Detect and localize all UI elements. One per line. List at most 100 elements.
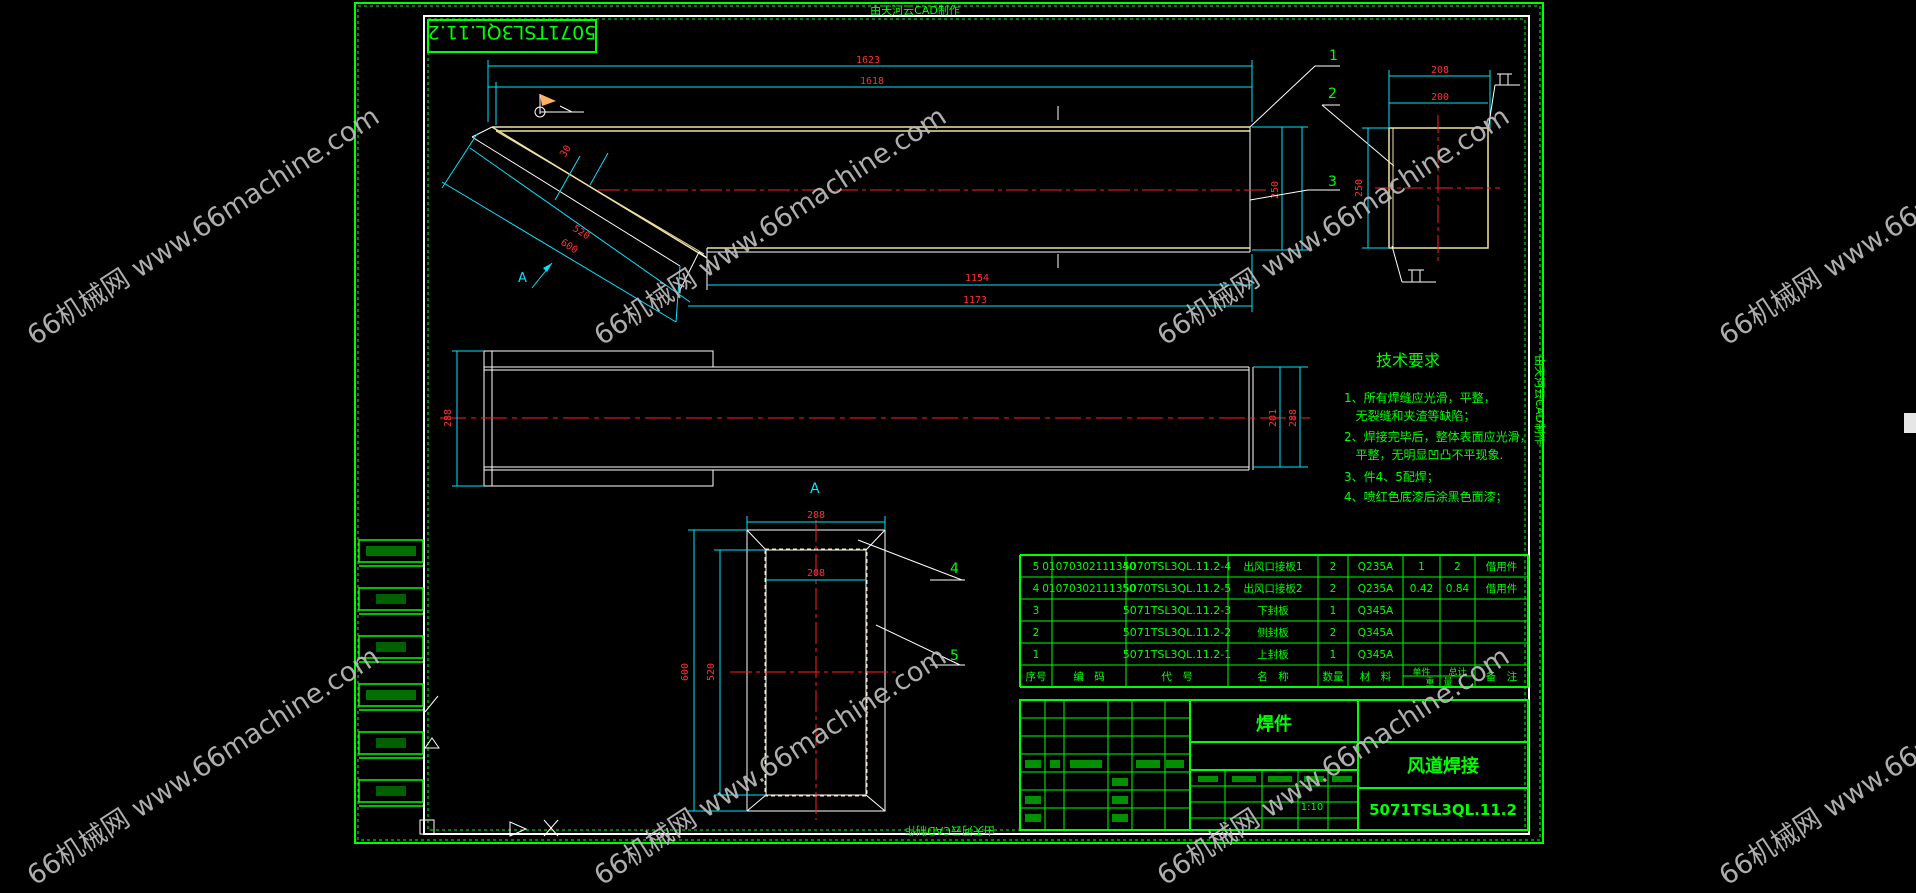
tech-requirements-title: 技术要求 bbox=[1376, 351, 1440, 370]
title-scale: 1:10 bbox=[1301, 802, 1323, 813]
bom-cell-material: Q345A bbox=[1358, 605, 1394, 617]
callout-3: 3 bbox=[1328, 174, 1337, 190]
dim-side-width-outer: 208 bbox=[1431, 65, 1449, 76]
bom-cell-name: 上封板 bbox=[1257, 648, 1289, 661]
bom-cell-no: 5 bbox=[1033, 561, 1040, 573]
plan-view: 288 201 288 bbox=[440, 350, 1310, 487]
sheet-side-label: 由天河云CAD制作 bbox=[1533, 355, 1547, 445]
bom-cell-drawing: 5071TSL3QL.11.2-1 bbox=[1123, 648, 1232, 661]
bom-cell-name: 侧封板 bbox=[1257, 626, 1289, 639]
dim-top-overall: 1623 bbox=[856, 55, 880, 66]
section-a-view: A 288 208 600 520 4 5 bbox=[680, 481, 965, 820]
title-part-type: 焊件 bbox=[1256, 713, 1292, 735]
bom-cell-drawing: 5071TSL3QL.11.2-2 bbox=[1123, 626, 1232, 639]
title-drawing-no: 5071TSL3QL.11.2 bbox=[1369, 801, 1517, 819]
bom-cell-qty: 1 bbox=[1330, 605, 1337, 617]
bom-cell-qty: 1 bbox=[1330, 649, 1337, 661]
dim-main-height: 250 bbox=[1270, 181, 1281, 199]
tech-line-2: 无裂缝和夹渣等缺陷； bbox=[1344, 408, 1475, 423]
outer-frame bbox=[354, 2, 1544, 844]
view-a-arrow-label: A bbox=[518, 271, 527, 286]
outer-frame-dash bbox=[357, 5, 1541, 841]
scrollbar-thumb[interactable] bbox=[1904, 413, 1916, 433]
dim-bottom-overall: 1173 bbox=[963, 295, 987, 306]
callout-1: 1 bbox=[1329, 48, 1338, 64]
bom-cell-note: 借用件 bbox=[1486, 561, 1518, 573]
bom-cell-total: 0.84 bbox=[1446, 583, 1470, 595]
bom-header-no: 序号 bbox=[1026, 670, 1047, 683]
dim-side-width-inner: 200 bbox=[1431, 92, 1449, 103]
bom-cell-name: 出风口接板2 bbox=[1243, 582, 1302, 595]
bom-cell-name: 出风口接板1 bbox=[1243, 560, 1302, 573]
bom-header-name: 名 称 bbox=[1257, 670, 1289, 683]
sheet-bottom-label: 由天河云CAD制作 bbox=[905, 824, 995, 838]
tech-line-4: 平整，无明显凹凸不平现象. bbox=[1344, 447, 1503, 462]
bom-cell-total: 2 bbox=[1454, 561, 1461, 573]
main-right-dimensions: 250 bbox=[1252, 126, 1308, 251]
dim-section-height-outer: 600 bbox=[680, 663, 691, 681]
callouts-upper: 1 2 3 bbox=[1249, 48, 1395, 201]
bom-cell-material: Q235A bbox=[1358, 561, 1394, 573]
bom-header-note: 备 注 bbox=[1486, 670, 1518, 683]
bom-cell-qty: 2 bbox=[1330, 561, 1337, 573]
dim-section-width-outer: 288 bbox=[807, 510, 825, 521]
left-margin-stamps bbox=[358, 539, 424, 807]
bom-cell-no: 2 bbox=[1033, 627, 1040, 639]
bom-cell-material: Q235A bbox=[1358, 583, 1394, 595]
tech-line-6: 4、喷红色底漆后涂黑色面漆； bbox=[1344, 489, 1508, 504]
inner-frame-dash bbox=[427, 18, 1526, 831]
bom-header-total: 总计 bbox=[1448, 666, 1466, 678]
bom-cell-unit: 1 bbox=[1418, 561, 1425, 573]
sheet-top-label: 由天河云CAD制作 bbox=[870, 3, 960, 17]
callout-5: 5 bbox=[950, 648, 959, 664]
dim-top-inner: 1618 bbox=[860, 76, 884, 87]
weld-symbol bbox=[534, 94, 584, 118]
main-elevation-view bbox=[471, 106, 1270, 291]
bom-header-drawing: 代 号 bbox=[1161, 671, 1193, 683]
dim-section-width-inner: 208 bbox=[807, 568, 825, 579]
side-view: 208 200 250 bbox=[1354, 65, 1520, 283]
bom-header-qty: 数量 bbox=[1323, 670, 1345, 683]
corner-code: 5071TSL3QL.11.2 bbox=[428, 21, 597, 43]
bottom-left-markers bbox=[419, 695, 559, 837]
tech-line-3: 2、焊接完毕后，整体表面应光滑， bbox=[1344, 429, 1532, 444]
bom-cell-no: 3 bbox=[1033, 605, 1040, 617]
bom-cell-material: Q345A bbox=[1358, 627, 1394, 639]
bom-cell-code: 01070302111350 bbox=[1042, 583, 1136, 595]
bom-cell-no: 4 bbox=[1033, 583, 1040, 595]
corner-code-box bbox=[427, 19, 597, 53]
title-block bbox=[1019, 699, 1529, 831]
bom-cell-drawing: 5070TSL3QL.11.2-4 bbox=[1123, 560, 1232, 573]
cad-drawing[interactable]: 由天河云CAD制作 由天河云CAD制作 由天河云CAD制作 5071TSL3QL… bbox=[0, 0, 1916, 847]
dim-bottom-inner: 1154 bbox=[965, 273, 989, 284]
dim-plan-height-left: 288 bbox=[443, 409, 454, 427]
tech-line-1: 1、所有焊缝应光滑，平整， bbox=[1344, 390, 1496, 405]
bom-cell-no: 1 bbox=[1033, 649, 1040, 661]
main-bottom-dimensions: 1154 1173 bbox=[688, 254, 1253, 312]
dim-plan-height-right-a: 201 bbox=[1268, 409, 1279, 427]
bom-header-code: 编 码 bbox=[1073, 670, 1105, 683]
tech-line-5: 3、件4、5配焊； bbox=[1344, 469, 1439, 484]
bom-cell-note: 借用件 bbox=[1486, 583, 1518, 595]
dim-side-height: 250 bbox=[1354, 179, 1365, 197]
bom-cell-code: 01070302111340 bbox=[1042, 561, 1136, 573]
bom-cell-drawing: 5070TSL3QL.11.2-5 bbox=[1123, 582, 1232, 595]
dim-plan-height-right-b: 288 bbox=[1288, 409, 1299, 427]
main-top-dimensions: 1623 1618 bbox=[487, 55, 1253, 125]
dim-section-height-inner: 520 bbox=[706, 663, 717, 681]
bom-header-material: 材 料 bbox=[1360, 670, 1392, 683]
bom-cell-unit: 0.42 bbox=[1410, 583, 1433, 595]
bom-cell-qty: 2 bbox=[1330, 627, 1337, 639]
dim-slant-short: 30 bbox=[558, 144, 574, 160]
callout-4: 4 bbox=[950, 561, 959, 577]
bom-cell-drawing: 5071TSL3QL.11.2-3 bbox=[1123, 604, 1232, 617]
bom-header-weight: 重 量 bbox=[1425, 676, 1452, 688]
section-a-label: A bbox=[810, 481, 820, 497]
callout-2: 2 bbox=[1328, 86, 1337, 102]
bom-cell-name: 下封板 bbox=[1257, 604, 1289, 617]
inner-frame bbox=[423, 15, 1530, 835]
view-a-arrow: A bbox=[518, 262, 553, 289]
bom-header-unit: 单件 bbox=[1412, 666, 1430, 678]
bom-cell-qty: 2 bbox=[1330, 583, 1337, 595]
